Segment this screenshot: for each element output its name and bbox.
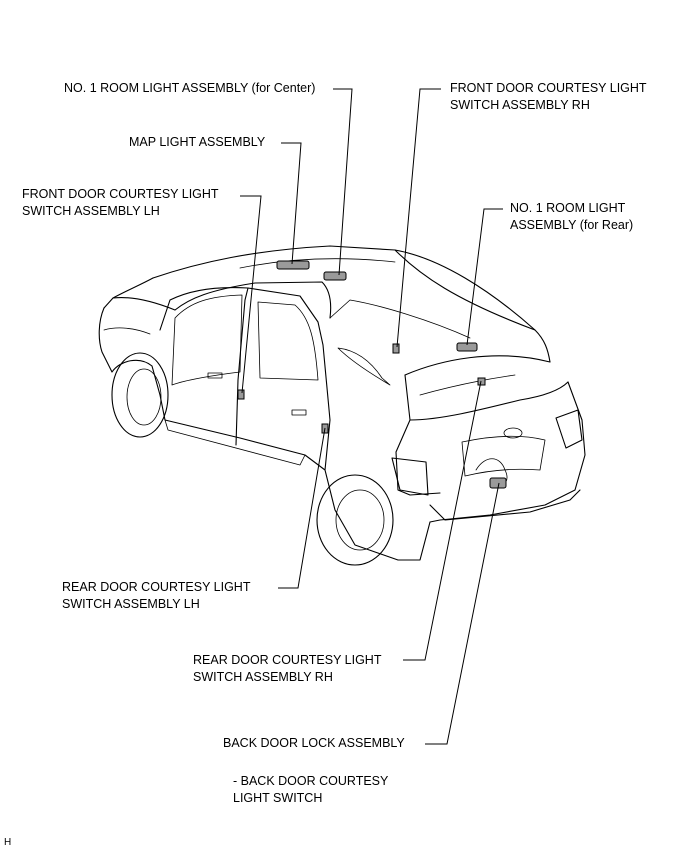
component-markers [237, 260, 507, 489]
map-light-label: MAP LIGHT ASSEMBLY [129, 135, 266, 149]
front-door-switch-rh-label: FRONT DOOR COURTESY LIGHT SWITCH ASSEMBL… [450, 81, 647, 112]
front-door-switch-rh-marker [392, 343, 400, 354]
back-door-lock-leader [425, 482, 500, 745]
front-door-switch-lh-leader [240, 195, 262, 394]
back-door-courtesy-note: - BACK DOOR COURTESY LIGHT SWITCH [233, 774, 389, 805]
room-light-center-leader [333, 88, 353, 276]
back-door-lock-label: BACK DOOR LOCK ASSEMBLY [223, 736, 405, 750]
room-light-rear-leader [466, 208, 503, 346]
corner-code: H [4, 837, 12, 848]
front-door-switch-lh-marker [237, 389, 245, 400]
room-light-center-marker [323, 271, 347, 281]
front-door-switch-rh-leader [396, 88, 441, 348]
rear-door-switch-rh-leader [403, 380, 482, 661]
rear-door-switch-lh-label: REAR DOOR COURTESY LIGHT SWITCH ASSEMBLY… [62, 580, 251, 611]
rear-door-switch-rh-label: REAR DOOR COURTESY LIGHT SWITCH ASSEMBLY… [193, 653, 382, 684]
front-door-switch-lh-label: FRONT DOOR COURTESY LIGHT SWITCH ASSEMBL… [22, 187, 219, 218]
map-light-leader [281, 142, 302, 265]
rear-door-switch-lh-leader [278, 427, 326, 589]
map-light-marker [276, 260, 310, 270]
leader-lines [240, 88, 503, 745]
suv-illustration [98, 245, 586, 566]
room-light-rear-label: NO. 1 ROOM LIGHT ASSEMBLY (for Rear) [510, 201, 634, 232]
room-light-center-label: NO. 1 ROOM LIGHT ASSEMBLY (for Center) [64, 81, 316, 95]
rear-door-switch-rh-marker [477, 377, 486, 386]
